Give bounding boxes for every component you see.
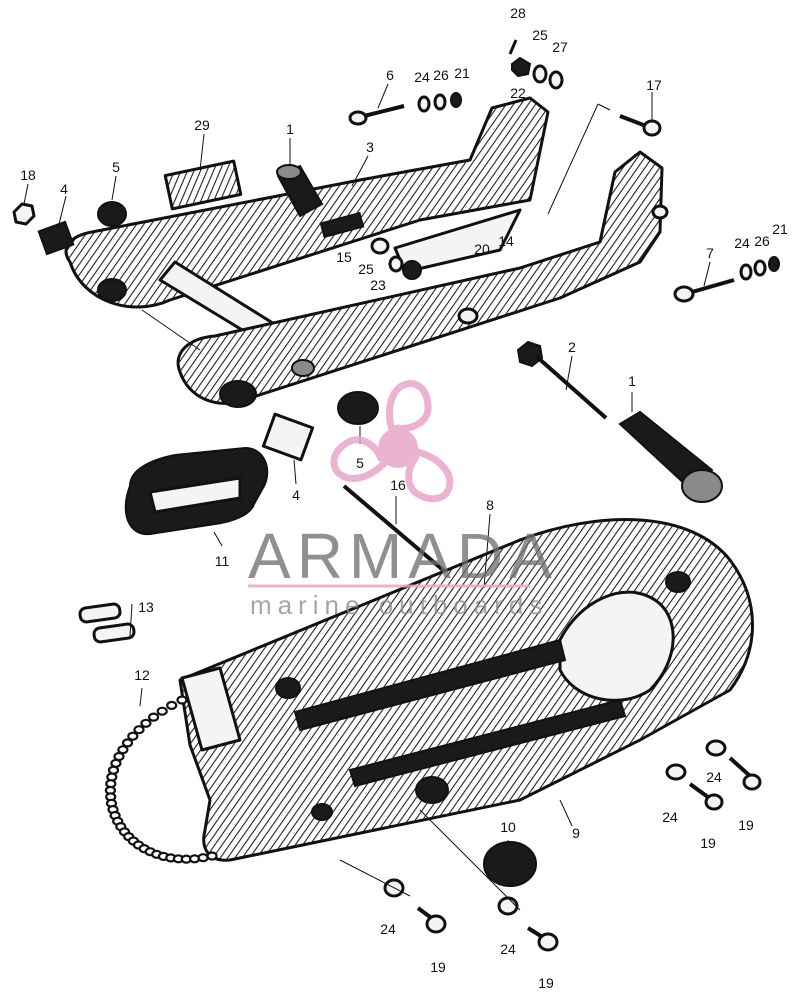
callout-18: 18 [20, 167, 36, 183]
watermark-subtitle: marine outboards [250, 590, 548, 620]
rubber-bush-right [618, 410, 723, 503]
chain-link [148, 712, 160, 722]
chain-connecting-link [78, 602, 136, 644]
callout-3: 3 [366, 139, 374, 155]
callout-23: 23 [370, 277, 386, 293]
rubber-bush-top [276, 164, 324, 218]
callout-24-lower-b: 24 [662, 809, 678, 825]
callout-25: 25 [532, 27, 548, 43]
callout-labels: 28 25 27 6 24 26 21 22 17 29 1 3 18 5 4 … [20, 5, 788, 991]
callout-24-bottom-a: 24 [380, 921, 396, 937]
callout-19-bottom-a: 19 [430, 959, 446, 975]
callout-28: 28 [510, 5, 526, 21]
callout-24: 24 [414, 69, 430, 85]
drive-chain [104, 695, 218, 864]
callout-6: 6 [386, 67, 394, 83]
propeller-icon [330, 380, 454, 503]
callout-13: 13 [138, 599, 154, 615]
callout-29: 29 [194, 117, 210, 133]
chain-link [166, 700, 178, 711]
callout-26-right: 26 [754, 233, 770, 249]
callout-20: 20 [474, 241, 490, 257]
callout-4-mid: 4 [292, 487, 300, 503]
callout-16: 16 [390, 477, 406, 493]
callout-5-top: 5 [112, 159, 120, 175]
callout-24-lower-a: 24 [706, 769, 722, 785]
callout-5-mid: 5 [356, 455, 364, 471]
chain-link [127, 731, 139, 741]
callout-7: 7 [706, 245, 714, 261]
callout-14: 14 [498, 233, 514, 249]
callout-12: 12 [134, 667, 150, 683]
callout-19-bottom-b: 19 [538, 975, 554, 991]
callout-1-right: 1 [628, 373, 636, 389]
callout-21-right: 21 [772, 221, 788, 237]
callout-2: 2 [568, 339, 576, 355]
callout-8: 8 [486, 497, 494, 513]
callout-17: 17 [646, 77, 662, 93]
callout-22: 22 [510, 85, 526, 101]
callout-15: 15 [336, 249, 352, 265]
callout-10: 10 [500, 819, 516, 835]
callout-24-bottom-b: 24 [500, 941, 516, 957]
chain-case [178, 518, 754, 862]
callout-9: 9 [572, 825, 580, 841]
callout-26: 26 [433, 67, 449, 83]
chain-link [140, 718, 152, 728]
grommet-cap [483, 841, 537, 887]
chain-link [197, 853, 209, 863]
callout-24-right: 24 [734, 235, 750, 251]
callout-4-top: 4 [60, 181, 68, 197]
callout-1-top: 1 [286, 121, 294, 137]
callout-19-lower-b: 19 [700, 835, 716, 851]
chain-link [121, 738, 134, 748]
chain-link [206, 851, 218, 861]
callout-21: 21 [454, 65, 470, 81]
callout-27: 27 [552, 39, 568, 55]
callout-11: 11 [215, 553, 230, 569]
chain-link [133, 725, 145, 735]
callout-25-mid: 25 [358, 261, 374, 277]
chain-link [176, 695, 188, 705]
chain-gaiter [124, 446, 269, 536]
callout-19-lower-a: 19 [738, 817, 754, 833]
chain-link [156, 706, 168, 716]
watermark-title: ARMADA [248, 520, 558, 592]
watermark: ARMADA marine outboards [248, 380, 558, 620]
